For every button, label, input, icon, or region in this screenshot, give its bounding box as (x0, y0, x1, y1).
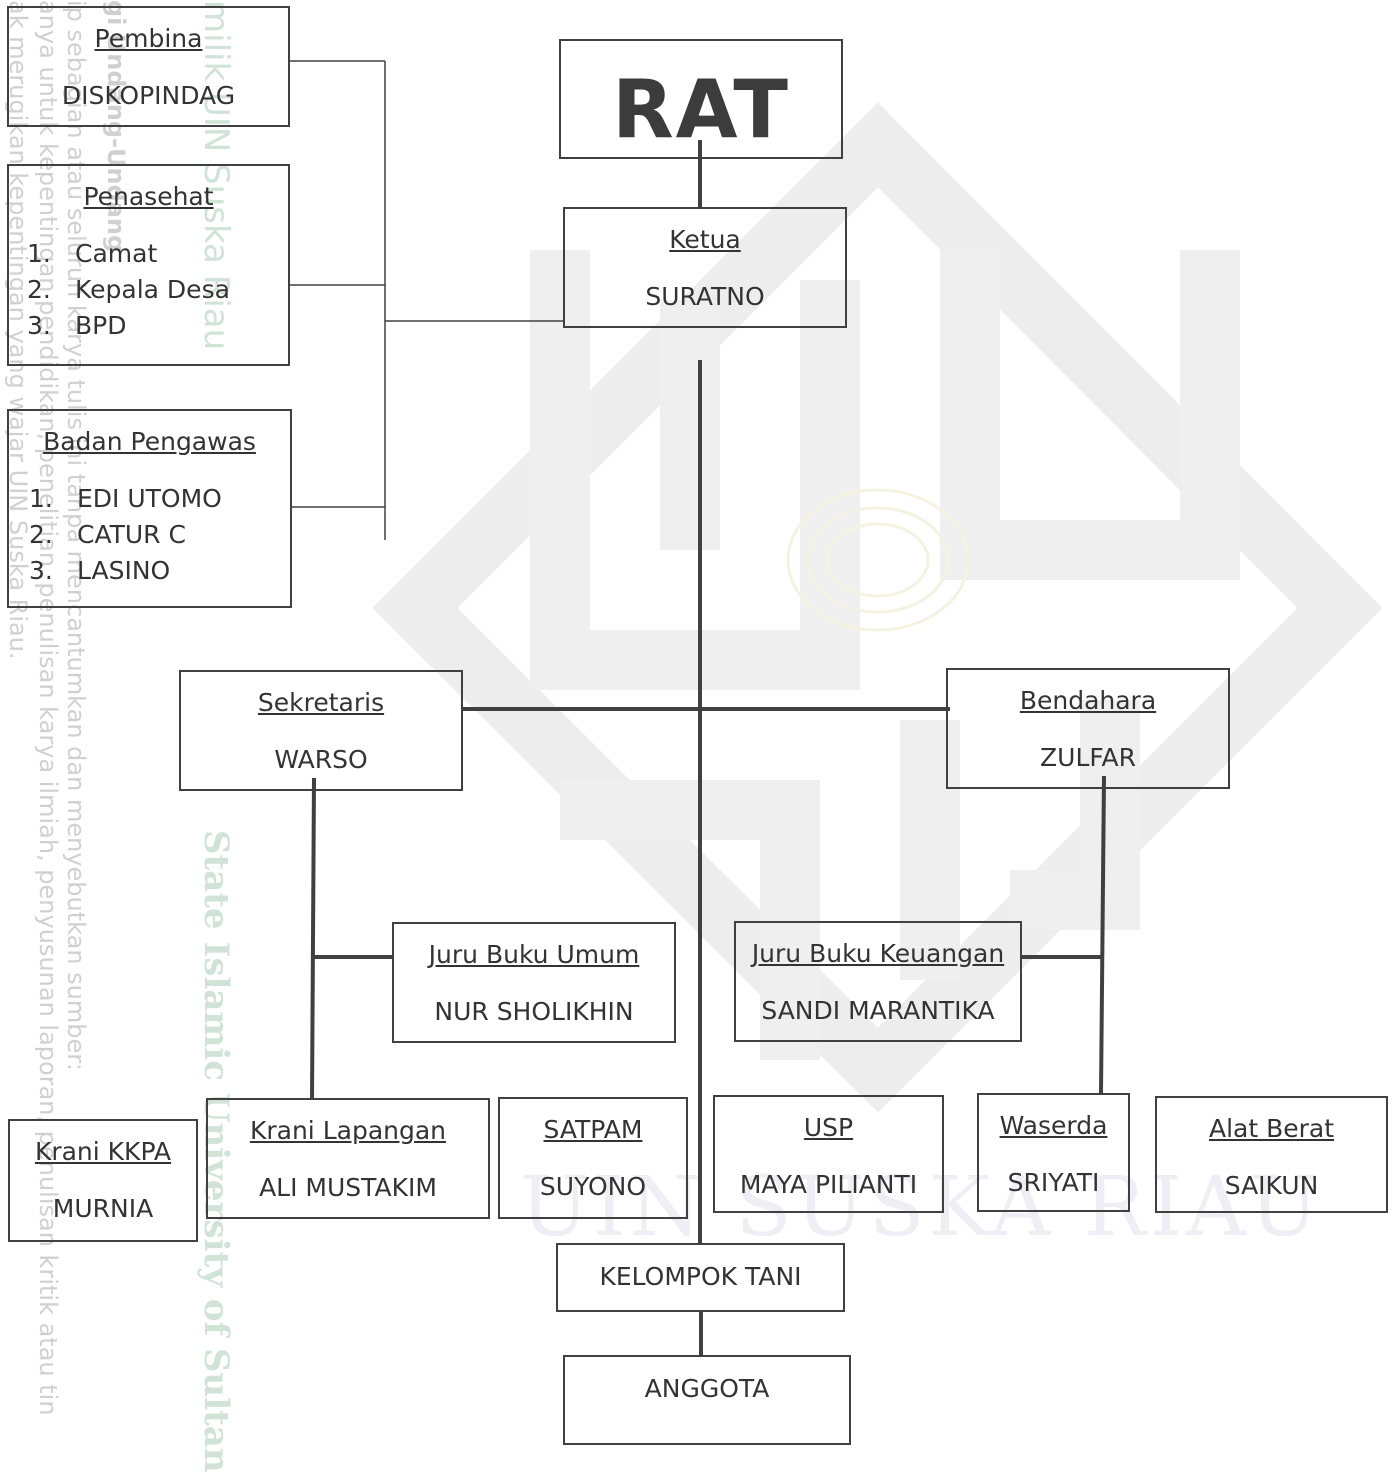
ketua-box: Ketua SURATNO (563, 207, 847, 328)
juru-buku-umum-name: NUR SHOLIKHIN (434, 997, 634, 1026)
watermark-text: UIN SUSKA RIAU (520, 1160, 1323, 1255)
anggota-box: ANGGOTA (563, 1355, 851, 1445)
alat-berat-role: Alat Berat (1208, 1114, 1335, 1143)
sekretaris-role: Sekretaris (257, 688, 385, 717)
kelompok-tani-label: KELOMPOK TANI (599, 1262, 802, 1291)
bendahara-role: Bendahara (1019, 686, 1157, 715)
bendahara-box: Bendahara ZULFAR (946, 668, 1230, 789)
sekretaris-box: Sekretaris WARSO (179, 670, 463, 791)
pengawas-box: Badan Pengawas 1.EDI UTOMO 2.CATUR C 3.L… (7, 409, 292, 608)
connector-lines (290, 60, 1106, 1356)
rat-label: RAT (612, 63, 790, 156)
krani-kkpa-name: MURNIA (52, 1194, 154, 1223)
ketua-name: SURATNO (645, 282, 765, 311)
pembina-role: Pembina (94, 24, 203, 53)
usp-role: USP (803, 1113, 854, 1142)
rat-box: RAT (559, 39, 843, 159)
pengawas-item: 2.CATUR C (29, 520, 186, 549)
alat-berat-name: SAIKUN (1224, 1171, 1319, 1200)
krani-lapangan-box: Krani Lapangan ALI MUSTAKIM (206, 1098, 490, 1219)
alat-berat-box: Alat Berat SAIKUN (1155, 1096, 1388, 1213)
sekretaris-name: WARSO (274, 745, 368, 774)
krani-lapangan-name: ALI MUSTAKIM (259, 1173, 437, 1202)
pembina-name: DISKOPINDAG (61, 81, 236, 110)
penasehat-role: Penasehat (83, 182, 214, 211)
pengawas-item: 1.EDI UTOMO (29, 484, 222, 513)
usp-name: MAYA PILIANTI (739, 1170, 918, 1199)
krani-kkpa-role: Krani KKPA (34, 1137, 172, 1166)
pembina-box: Pembina DISKOPINDAG (7, 6, 290, 127)
satpam-box: SATPAM SUYONO (498, 1097, 688, 1219)
penasehat-item: 1.Camat (27, 239, 158, 268)
juru-buku-keuangan-name: SANDI MARANTIKA (761, 996, 995, 1025)
watermark-emblem (372, 102, 1383, 1113)
ketua-role: Ketua (669, 225, 741, 254)
krani-kkpa-box: Krani KKPA MURNIA (8, 1119, 198, 1242)
juru-buku-keuangan-role: Juru Buku Keuangan (751, 939, 1005, 968)
watermark-text: State Islamic University of Sultan (196, 830, 236, 1473)
usp-box: USP MAYA PILIANTI (713, 1095, 944, 1213)
watermark-text: milik UIN Suska Riau (196, 0, 236, 351)
waserda-name: SRIYATI (1007, 1168, 1100, 1197)
pengawas-item: 3.LASINO (29, 556, 171, 585)
juru-buku-umum-box: Juru Buku Umum NUR SHOLIKHIN (392, 922, 676, 1043)
watermark-text: anya untuk kepentingan pendidikan, penel… (34, 0, 62, 1416)
juru-buku-keuangan-box: Juru Buku Keuangan SANDI MARANTIKA (734, 921, 1022, 1042)
waserda-box: Waserda SRIYATI (977, 1093, 1130, 1212)
bendahara-name: ZULFAR (1040, 743, 1136, 772)
waserda-role: Waserda (999, 1111, 1108, 1140)
watermark-text: ip sebagian atau seluruh karya tulis ini… (62, 0, 90, 1071)
penasehat-box: Penasehat 1.Camat 2.Kepala Desa 3.BPD (7, 164, 290, 366)
juru-buku-umum-role: Juru Buku Umum (428, 940, 640, 969)
anggota-label: ANGGOTA (644, 1374, 770, 1403)
pengawas-role: Badan Pengawas (43, 427, 256, 456)
krani-lapangan-role: Krani Lapangan (249, 1116, 447, 1145)
penasehat-item: 2.Kepala Desa (27, 275, 230, 304)
penasehat-item: 3.BPD (27, 311, 127, 340)
satpam-name: SUYONO (539, 1172, 647, 1201)
satpam-role: SATPAM (543, 1115, 643, 1144)
kelompok-tani-box: KELOMPOK TANI (556, 1243, 845, 1312)
